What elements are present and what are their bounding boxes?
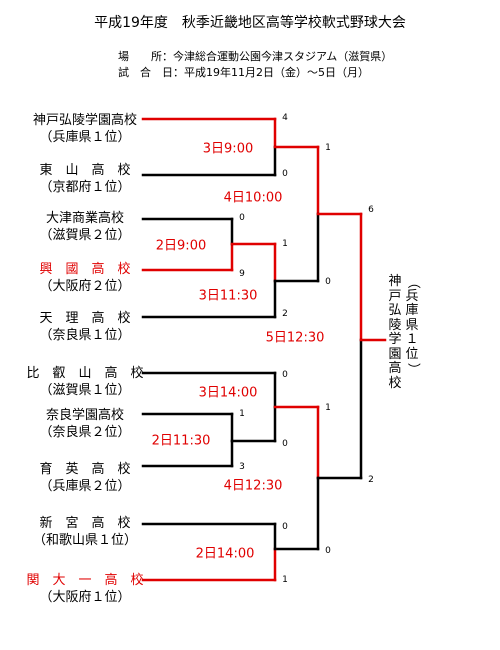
champion-pref-char: 庫 [405,303,419,318]
team-name: 育 英 高 校 [39,462,131,477]
team-1: 神戸弘陵学園高校 （兵庫県１位） [0,112,170,146]
team-pref: （兵庫県１位） [39,130,131,145]
team-name: 東 山 高 校 [39,163,131,178]
team-4: 興 國 高 校 （大阪府２位） [0,261,170,295]
champion-name: 神戸弘陵学園高校 [387,274,403,391]
champion-name-char: 校 [388,375,402,391]
champion-name-char: 弘 [388,303,402,318]
team-name: 興 國 高 校 [39,262,131,277]
score-g3-top: 1 [325,143,331,153]
team-pref: （京都府１位） [39,180,131,195]
date-value: 平成19年11月2日（金）～5日（月） [184,66,369,79]
team-7: 奈良学園高校 （奈良県２位） [0,407,170,441]
team-9: 新 宮 高 校 （和歌山県１位） [0,515,170,549]
game-time-g6: 3日14:00 [198,385,258,401]
score-g8-top: 0 [282,522,288,532]
game-time-g7: 4日12:30 [223,478,283,494]
team-name: 大津商業高校 [45,211,124,226]
score-g9-top: 6 [368,205,374,215]
champion-pref-char: 兵 [405,288,419,304]
team-pref: （奈良県１位） [39,328,131,343]
champion-name-char: 神 [388,274,402,289]
score-g2-top: 0 [239,213,245,223]
score-g1-bottom: 0 [282,169,288,179]
place-value: 今津総合運動公園今津スタジアム（滋賀県） [173,50,393,63]
team-pref: （奈良県２位） [39,425,131,440]
team-5: 天 理 高 校 （奈良県１位） [0,310,170,344]
score-g5-top: 1 [239,409,245,419]
champion-name-char: 高 [388,361,402,376]
game-time-g9: 5日12:30 [265,330,325,346]
place-label: 場 所 [118,50,162,63]
score-g6-top: 0 [282,370,288,380]
score-g4-top: 1 [282,239,288,249]
page-title: 平成19年度 秋季近畿地区高等学校軟式野球大会 [94,15,406,31]
score-g6-bottom: 0 [282,439,288,449]
team-pref: （大阪府１位） [39,590,131,605]
team-name: 天 理 高 校 [39,311,131,326]
team-name: 奈良学園高校 [45,408,124,423]
team-name: 新 宮 高 校 [39,516,131,531]
team-2: 東 山 高 校 （京都府１位） [0,162,170,196]
team-8: 育 英 高 校 （兵庫県２位） [0,461,170,495]
champion-pref-char: 県 [405,317,419,333]
game-time-g3: 4日10:00 [223,190,283,206]
venue-info: 場 所：今津総合運動公園今津スタジアム（滋賀県） 試 合 日：平成19年11月2… [118,50,393,79]
team-3: 大津商業高校 （滋賀県２位） [0,210,170,244]
team-pref: （滋賀県１位） [39,383,131,398]
team-name: 比 叡 山 高 校 [26,366,144,381]
champion-pref-char: （ [405,275,421,289]
champion-name-char: 陵 [388,317,402,333]
score-g9-bottom: 2 [368,475,374,485]
score-g1-top: 4 [282,113,288,123]
game-time-g4: 3日11:30 [198,288,258,304]
game-time-g8: 2日14:00 [195,546,255,562]
team-pref: （和歌山県１位） [32,533,137,548]
game-time-g2: 2日9:00 [155,238,207,254]
date-label: 試 合 日 [118,66,173,79]
score-g2-bottom: 9 [239,269,245,279]
champion-name-char: 園 [388,346,402,362]
score-g8-bottom: 1 [282,575,288,585]
game-time-g1: 3日9:00 [202,141,254,157]
team-10: 関 大 一 高 校 （大阪府１位） [0,572,170,606]
team-pref: （大阪府２位） [39,279,131,294]
team-6: 比 叡 山 高 校 （滋賀県１位） [0,365,170,399]
score-g7-bottom: 0 [325,546,331,556]
game-time-g5: 2日11:30 [151,433,211,449]
champion-pref-char: 位 [405,346,419,362]
score-g4-bottom: 2 [282,309,288,319]
score-g3-bottom: 0 [325,277,331,287]
champion-pref-char: １ [405,332,419,347]
team-pref: （兵庫県２位） [39,479,131,494]
score-g7-top: 1 [325,403,331,413]
team-name: 神戸弘陵学園高校 [32,113,137,128]
team-pref: （滋賀県２位） [39,228,131,243]
score-g5-bottom: 3 [239,462,245,472]
champion-name-char: 学 [388,332,402,347]
champion-name-char: 戸 [388,288,402,304]
champion-pref-char: ） [405,362,421,376]
team-name: 関 大 一 高 校 [26,573,144,588]
